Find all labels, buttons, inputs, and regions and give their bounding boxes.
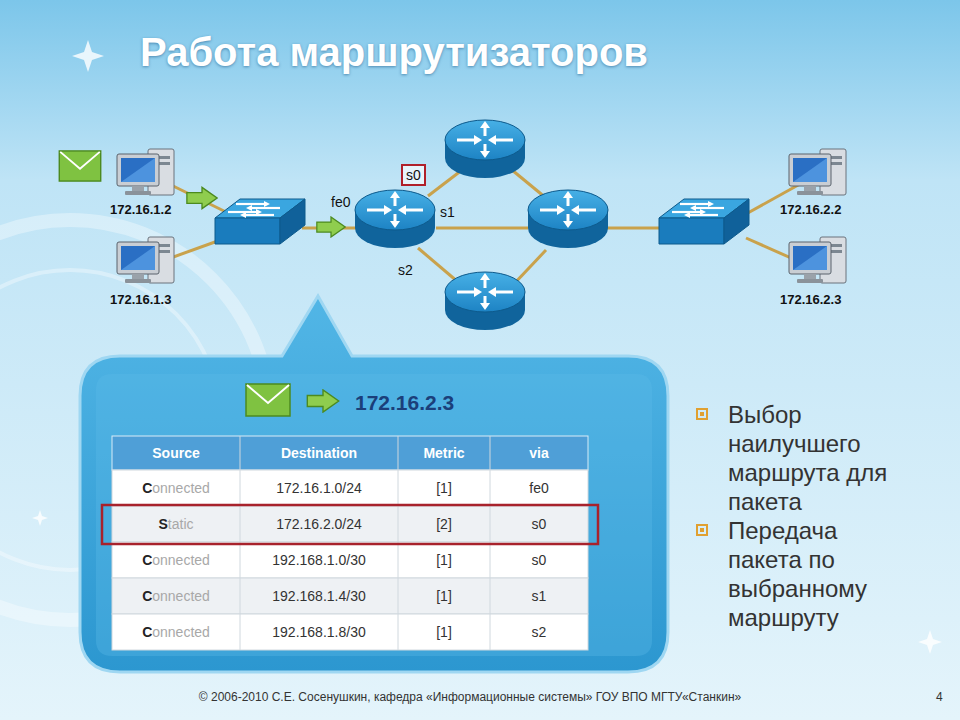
table-cell: Connected [112, 542, 240, 578]
table-cell: [1] [398, 542, 490, 578]
table-cell: 172.16.1.0/24 [240, 470, 398, 506]
table-cell: s1 [490, 578, 588, 614]
node-text: 172.16.2.3 [355, 391, 454, 415]
table-header: via [490, 436, 588, 470]
table-header: Metric [398, 436, 490, 470]
table-header: Destination [240, 436, 398, 470]
slide-title: Работа маршрутизаторов [140, 30, 648, 75]
bullet-text: Передача пакета по выбранному маршруту [728, 516, 908, 632]
interface-name: fe0 [331, 194, 350, 210]
ip-address: 172.16.2.3 [780, 292, 841, 307]
table-cell: Connected [112, 470, 240, 506]
table-cell: Connected [112, 578, 240, 614]
ip-address: 172.16.2.2 [780, 202, 841, 217]
footer-caption: © 2006-2010 С.Е. Сосенушкин, кафедра «Ин… [30, 690, 910, 704]
table-cell: [1] [398, 578, 490, 614]
table-cell: 192.168.1.4/30 [240, 578, 398, 614]
table-cell: s0 [490, 506, 588, 542]
node-text: s0 [403, 166, 424, 184]
interface-name: s2 [398, 262, 413, 278]
table-cell: fe0 [490, 470, 588, 506]
table-cell: 192.168.1.8/30 [240, 614, 398, 650]
ip-address: 172.16.1.2 [110, 202, 171, 217]
page-number: 4 [936, 690, 943, 704]
table-cell: [1] [398, 470, 490, 506]
table-cell: s2 [490, 614, 588, 650]
table-cell: 192.168.1.0/30 [240, 542, 398, 578]
table-cell: 172.16.2.0/24 [240, 506, 398, 542]
table-header: Source [112, 436, 240, 470]
bullet-text: Выбор наилучшего маршрута для пакета [728, 400, 908, 516]
ip-address: 172.16.1.3 [110, 292, 171, 307]
table-cell: [1] [398, 614, 490, 650]
table-cell: Connected [112, 614, 240, 650]
table-cell: Static [112, 506, 240, 542]
table-cell: [2] [398, 506, 490, 542]
interface-name: s1 [440, 204, 455, 220]
interface-highlight: s0 [401, 164, 426, 186]
table-cell: s0 [490, 542, 588, 578]
